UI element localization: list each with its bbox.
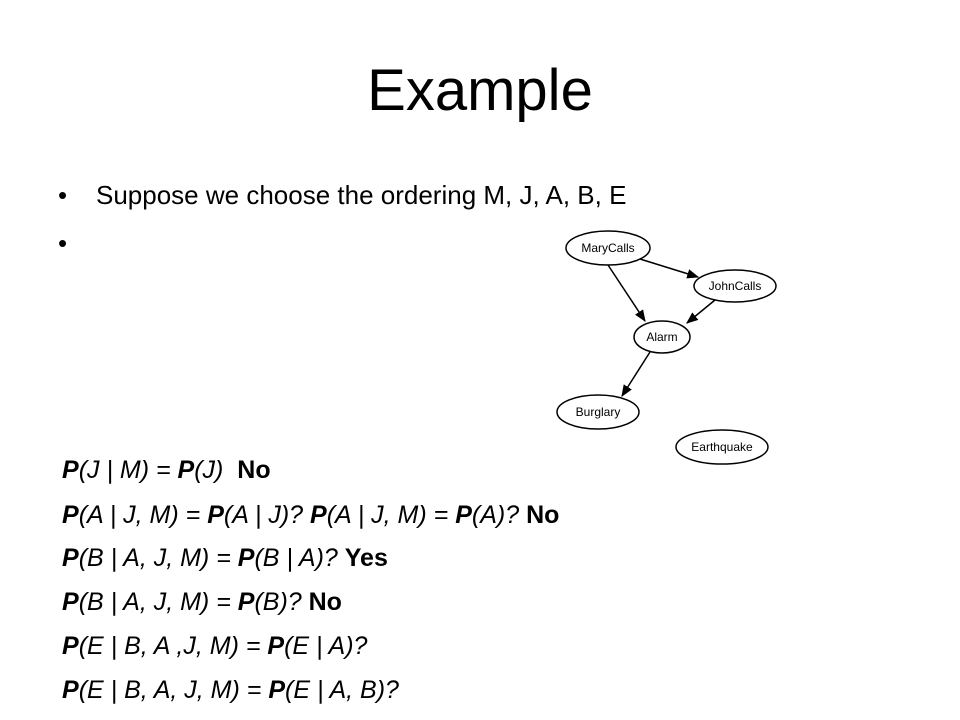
prob-symbol: P <box>455 501 472 529</box>
node-label: MaryCalls <box>581 241 634 255</box>
prob-symbol: P <box>237 544 255 572</box>
equation-part: (B)? <box>254 588 309 616</box>
answer-label: No <box>526 501 560 529</box>
equation-line: P(J | M) = P(J) No <box>62 455 271 485</box>
node-earthquake: Earthquake <box>675 429 769 465</box>
equation-line: P(E | B, A ,J, M) = P(E | A)? <box>62 631 367 661</box>
equation-line: P(A | J, M) = P(A | J)? P(A | J, M) = P(… <box>62 500 559 530</box>
edges <box>607 258 716 398</box>
equation-part: (A | J, M) = <box>78 501 208 529</box>
slide-title: Example <box>367 58 593 123</box>
answer-label: No <box>308 588 342 616</box>
equation-part: (J) <box>194 456 224 484</box>
node-johncalls: JohnCalls <box>693 269 777 303</box>
edge-alarm-burglary <box>621 351 651 398</box>
prob-symbol: P <box>62 632 79 660</box>
bayes-network-diagram: MaryCalls JohnCalls Alarm Burglary Earth… <box>556 230 777 465</box>
edge-marycalls-johncalls <box>639 258 700 279</box>
prob-symbol: P <box>62 588 79 616</box>
answer-label: No <box>237 456 271 484</box>
node-label: Alarm <box>646 330 677 344</box>
equation-part: (J | M) = <box>78 456 178 484</box>
node-marycalls: MaryCalls <box>565 230 651 266</box>
prob-symbol: P <box>207 501 224 529</box>
prob-symbol: P <box>62 501 79 529</box>
equation-part: (A)? <box>471 501 527 529</box>
prob-symbol: P <box>267 632 285 660</box>
prob-symbol: P <box>177 456 195 484</box>
prob-symbol: P <box>310 501 327 529</box>
node-label: JohnCalls <box>709 279 762 293</box>
prob-symbol: P <box>62 676 79 704</box>
prob-symbol: P <box>237 588 255 616</box>
node-burglary: Burglary <box>556 394 640 430</box>
equation-part: (E | A)? <box>284 632 368 660</box>
equation-part: (A | J)? <box>223 501 311 529</box>
answer-label: Yes <box>344 544 388 572</box>
edge-johncalls-alarm <box>686 299 716 324</box>
bullet-dot: • <box>58 228 68 258</box>
equation-part: (E | A, B)? <box>285 676 399 704</box>
node-alarm: Alarm <box>633 320 691 354</box>
prob-symbol: P <box>62 544 79 572</box>
equation-part: (E | B, A, J, M) = <box>78 676 269 704</box>
equation-line: P(B | A, J, M) = P(B)? No <box>62 587 342 617</box>
equation-line: P(B | A, J, M) = P(B | A)? Yes <box>62 543 388 573</box>
equation-part: (A | J, M) = <box>326 501 456 529</box>
equation-part: (B | A)? <box>254 544 345 572</box>
equation-part: (B | A, J, M) = <box>78 544 238 572</box>
equation-part: (E | B, A ,J, M) = <box>78 632 268 660</box>
equation-line: P(E | B, A, J, M) = P(E | A, B)? <box>62 675 399 705</box>
node-label: Burglary <box>576 405 621 419</box>
prob-symbol: P <box>268 676 285 704</box>
prob-symbol: P <box>62 456 79 484</box>
edge-marycalls-alarm <box>607 264 646 323</box>
equation-part: (B | A, J, M) = <box>78 588 238 616</box>
node-label: Earthquake <box>691 440 753 454</box>
bullet-text: Suppose we choose the ordering M, J, A, … <box>96 180 627 210</box>
bullet-dot: • <box>58 180 68 210</box>
